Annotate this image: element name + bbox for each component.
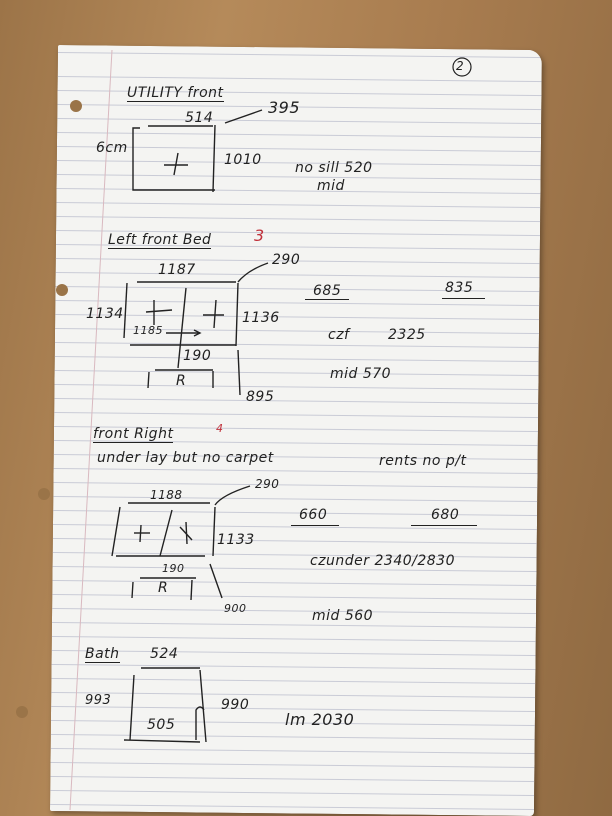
front-right-m2: 680 bbox=[411, 507, 478, 526]
front-right-mid: mid 560 bbox=[312, 608, 374, 624]
front-right-below: 190 bbox=[162, 562, 185, 575]
left-bed-m2: 835 bbox=[442, 280, 486, 299]
front-right-note: under lay but no carpet bbox=[97, 450, 274, 466]
left-bed-number: 3 bbox=[254, 226, 265, 245]
utility-height: 1010 bbox=[224, 152, 262, 168]
left-bed-inner: 1185 bbox=[133, 324, 163, 337]
left-bed-czf-label: czf bbox=[328, 327, 350, 343]
left-bed-below: 190 bbox=[183, 348, 212, 364]
front-right-radiator: R bbox=[158, 580, 169, 596]
front-right-bottom: 900 bbox=[224, 602, 247, 615]
left-bed-width: 1187 bbox=[158, 262, 196, 278]
left-bed-czf-value: 2325 bbox=[388, 327, 426, 343]
punch-hole bbox=[38, 488, 50, 500]
left-bed-bottom: 895 bbox=[246, 389, 275, 405]
utility-note-mid: mid bbox=[317, 178, 345, 194]
utility-title: UTILITY front bbox=[127, 85, 224, 102]
utility-left: 6cm bbox=[96, 140, 128, 156]
left-bed-left: 1134 bbox=[86, 306, 124, 322]
front-right-cz: czunder 2340/2830 bbox=[310, 553, 455, 569]
left-bed-m1: 685 bbox=[305, 283, 350, 300]
front-right-diag: 290 bbox=[255, 477, 280, 491]
left-bed-title: Left front Bed bbox=[108, 232, 212, 249]
left-bed-diag: 290 bbox=[272, 252, 301, 268]
bath-width: 524 bbox=[150, 646, 179, 662]
punch-hole bbox=[56, 284, 68, 296]
punch-hole bbox=[16, 706, 28, 718]
utility-width: 514 bbox=[185, 110, 214, 126]
left-bed-mid: mid 570 bbox=[330, 366, 392, 382]
front-right-title: front Right bbox=[93, 426, 174, 443]
left-bed-right: 1136 bbox=[242, 310, 280, 326]
front-right-m1: 660 bbox=[291, 507, 340, 526]
utility-note-sill: no sill 520 bbox=[295, 160, 373, 176]
bath-inner: 505 bbox=[147, 717, 176, 733]
front-right-number: 4 bbox=[216, 422, 224, 435]
bath-title: Bath bbox=[85, 646, 120, 663]
bath-left: 993 bbox=[85, 693, 112, 708]
front-right-width: 1188 bbox=[150, 488, 183, 502]
bath-right: 990 bbox=[221, 697, 250, 713]
front-right-rents: rents no p/t bbox=[379, 453, 467, 469]
left-bed-radiator: R bbox=[176, 373, 187, 389]
punch-hole bbox=[70, 100, 82, 112]
front-right-right: 1133 bbox=[217, 532, 255, 548]
utility-diag: 395 bbox=[268, 98, 301, 117]
page-number: 2 bbox=[456, 59, 465, 73]
bath-lm: lm 2030 bbox=[285, 710, 355, 729]
